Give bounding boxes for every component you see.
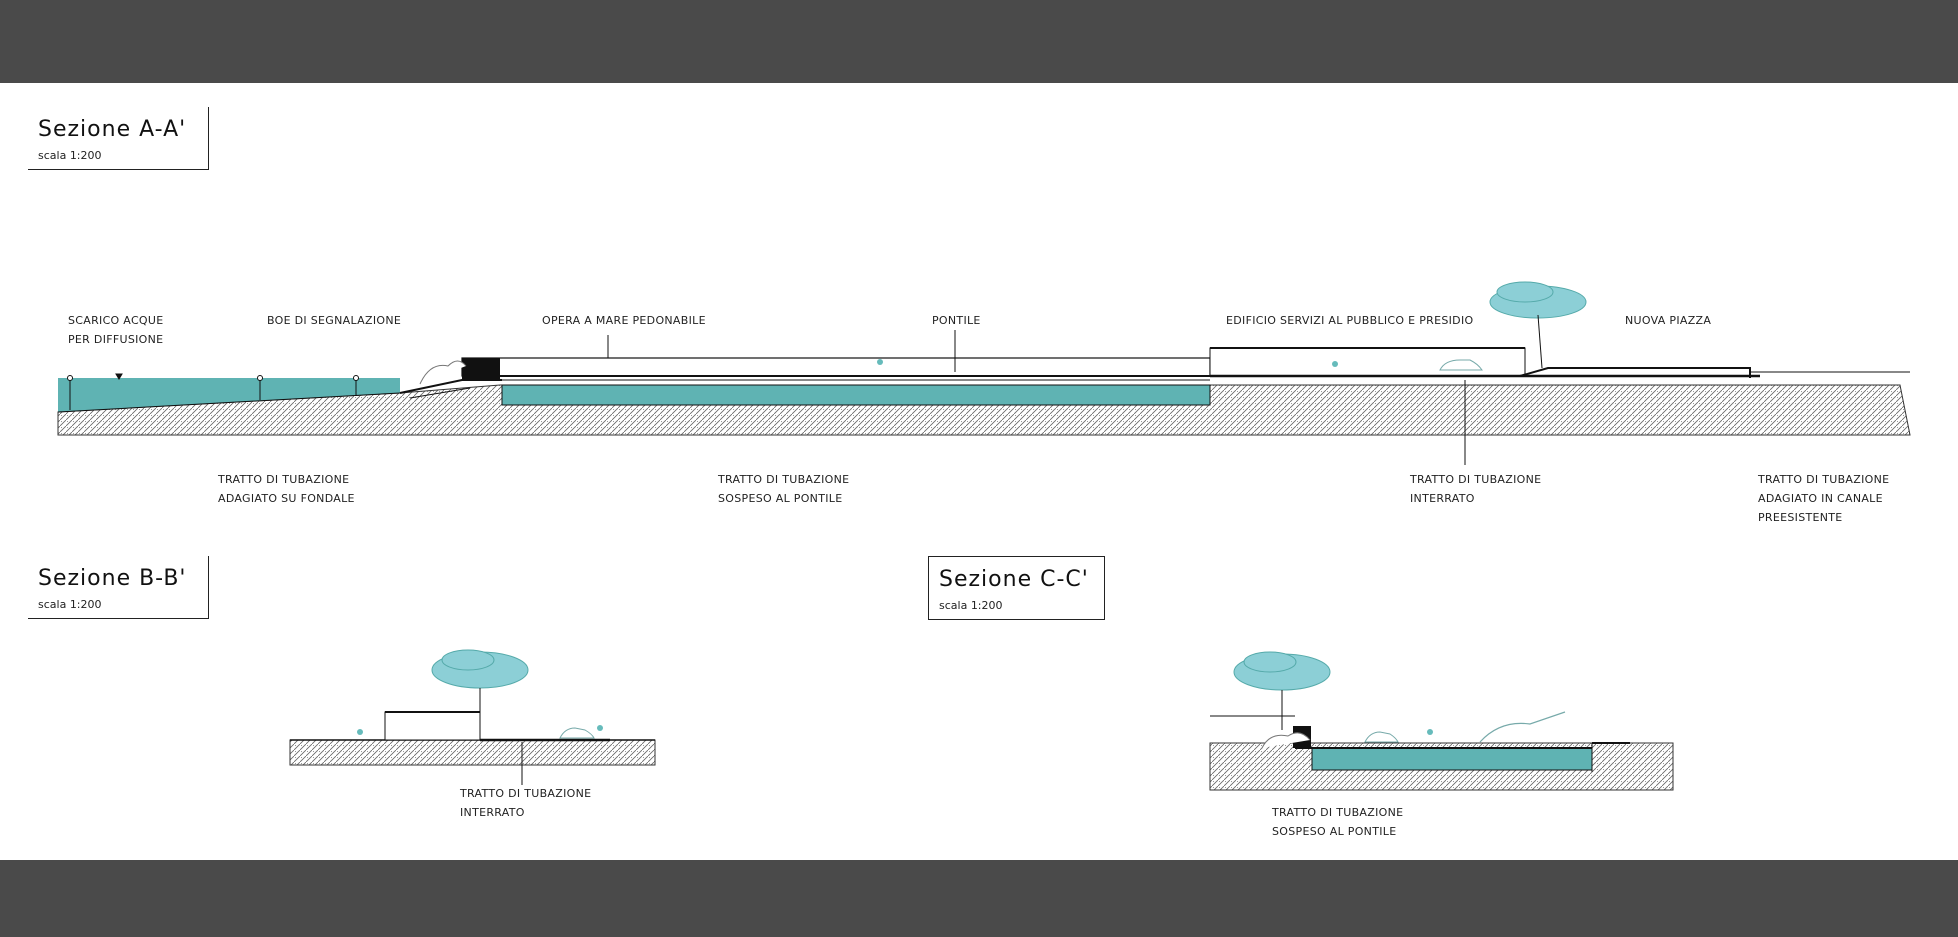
section-c-scale: scala 1:200 [939, 599, 1003, 612]
drawing-sheet [0, 83, 1958, 860]
tree-icon [1489, 281, 1587, 369]
section-a-basin [501, 384, 1211, 406]
section-c-drawing [1209, 651, 1674, 791]
label-b-interrato: TRATTO DI TUBAZIONE INTERRATO [460, 787, 592, 819]
section-c-title-block: Sezione C-C' scala 1:200 [928, 556, 1105, 620]
section-a-drawing [57, 281, 1911, 465]
section-a-deck [461, 357, 1211, 377]
label-fondale: TRATTO DI TUBAZIONE ADAGIATO SU FONDALE [218, 473, 355, 505]
section-a-title: Sezione A-A' [38, 117, 187, 142]
label-scarico: SCARICO ACQUE PER DIFFUSIONE [68, 314, 164, 346]
label-c-sospeso: TRATTO DI TUBAZIONE SOSPESO AL PONTILE [1272, 806, 1404, 838]
section-c-basin [1311, 747, 1593, 771]
label-canale: TRATTO DI TUBAZIONE ADAGIATO IN CANALE P… [1758, 473, 1890, 524]
label-pontile: PONTILE [932, 314, 981, 327]
section-c-title: Sezione C-C' [939, 567, 1089, 592]
tree-icon [1233, 651, 1331, 730]
section-a-pier-head [462, 358, 500, 380]
section-b-scale: scala 1:200 [38, 598, 102, 611]
section-a-title-block: Sezione A-A' scala 1:200 [28, 107, 209, 170]
label-interrato: TRATTO DI TUBAZIONE INTERRATO [1410, 473, 1542, 505]
section-a-sea [58, 378, 400, 412]
buoys [67, 373, 359, 410]
label-edificio: EDIFICIO SERVIZI AL PUBBLICO E PRESIDIO [1226, 314, 1474, 327]
section-a-building [1209, 347, 1526, 377]
viewer-bottom-bar [0, 860, 1958, 937]
label-boe: BOE DI SEGNALAZIONE [267, 314, 402, 327]
section-b-drawing [289, 649, 656, 785]
section-a-scale: scala 1:200 [38, 149, 102, 162]
label-sospeso: TRATTO DI TUBAZIONE SOSPESO AL PONTILE [718, 473, 850, 505]
section-b-soil [289, 739, 656, 766]
label-opera: OPERA A MARE PEDONABILE [542, 314, 706, 327]
section-b-title: Sezione B-B' [38, 566, 187, 591]
tree-icon [431, 649, 529, 738]
viewer-top-bar [0, 0, 1958, 83]
label-piazza: NUOVA PIAZZA [1625, 314, 1712, 327]
section-b-title-block: Sezione B-B' scala 1:200 [28, 556, 209, 619]
section-b-building [384, 711, 481, 741]
